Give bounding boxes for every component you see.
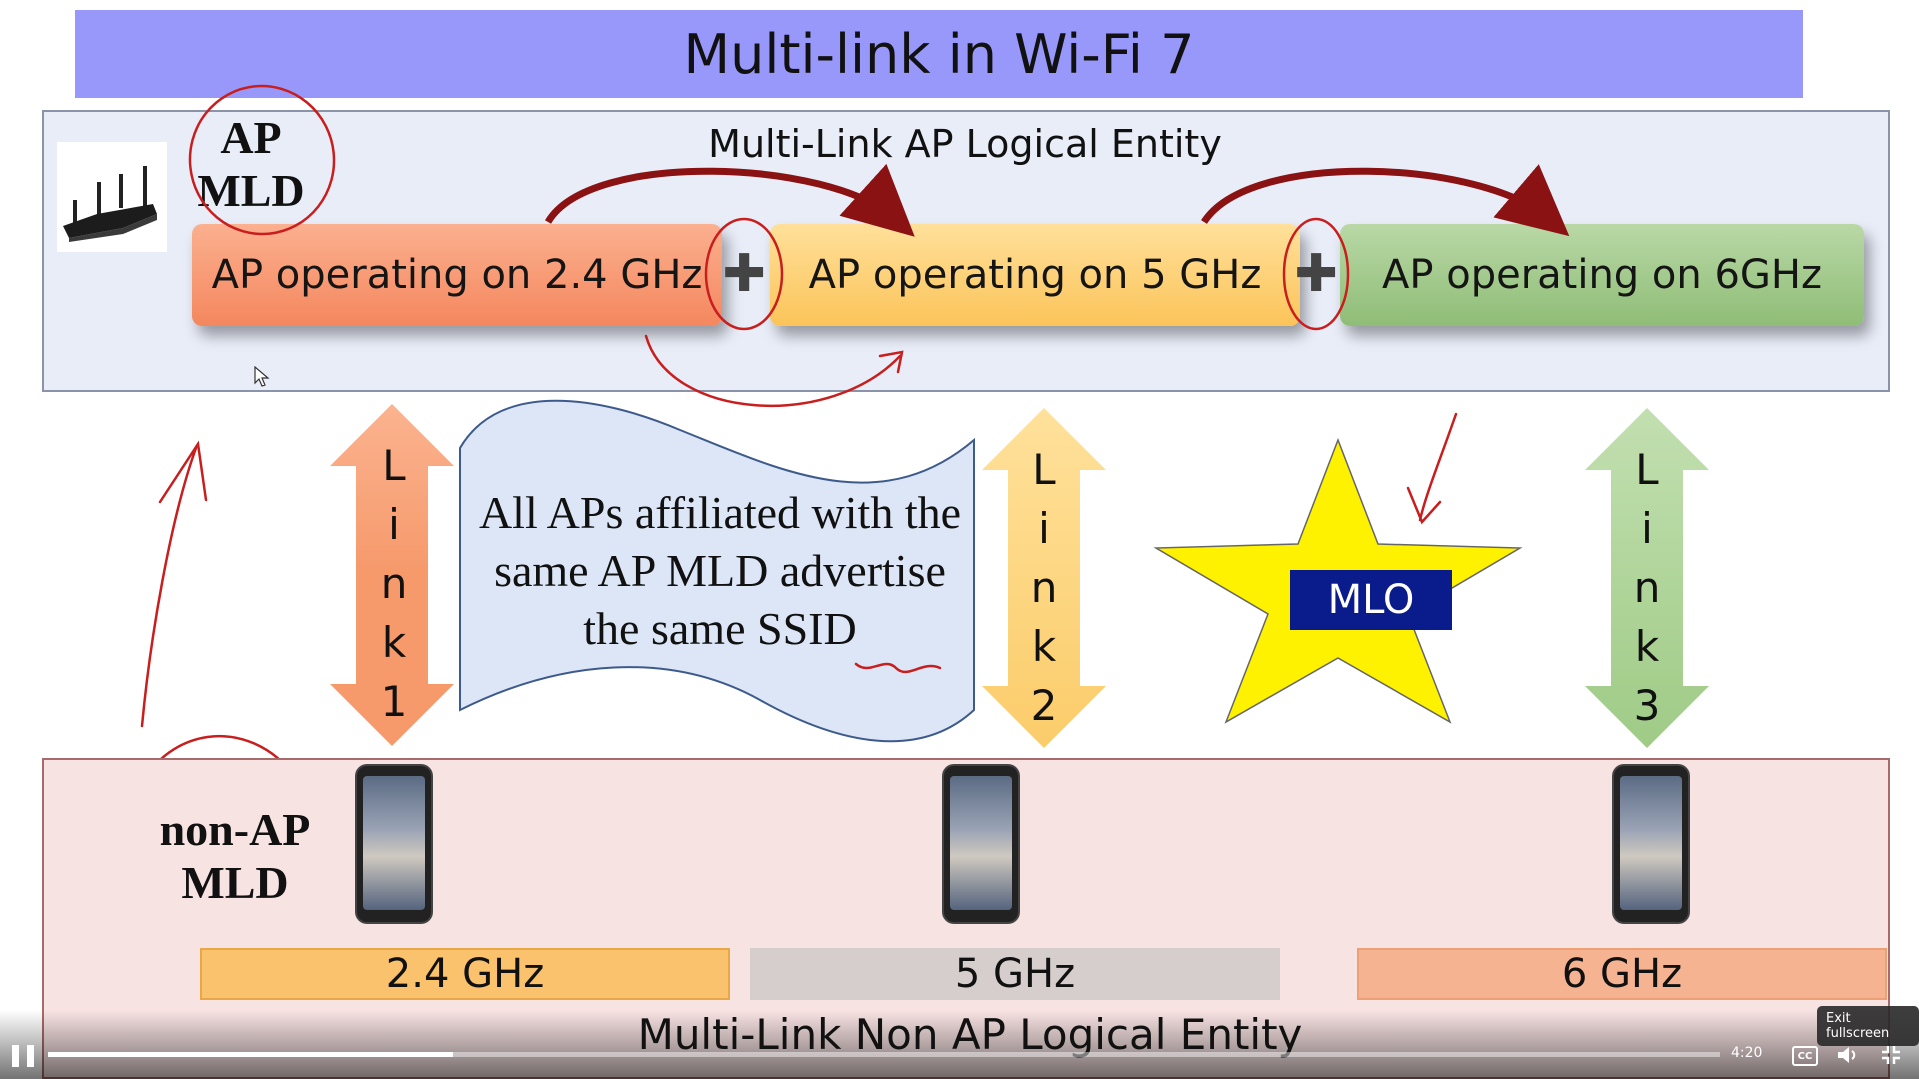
link-1-label: L i n k 1 xyxy=(364,436,424,731)
progress-bar[interactable] xyxy=(48,1052,1720,1057)
ap-5ghz-label: AP operating on 5 GHz xyxy=(808,252,1262,298)
link-letter: 1 xyxy=(380,677,408,726)
smartphone-icon xyxy=(1614,766,1688,922)
closed-captions-icon[interactable]: CC xyxy=(1792,1046,1818,1066)
router-icon xyxy=(57,142,167,252)
link-letter: L xyxy=(1635,445,1659,494)
link-letter: n xyxy=(1633,563,1661,612)
smartphone-icon xyxy=(357,766,431,922)
plus-icon: ✚ xyxy=(722,244,766,304)
ap-6ghz-box: AP operating on 6GHz xyxy=(1340,224,1864,326)
volume-icon[interactable] xyxy=(1836,1044,1860,1071)
non-ap-entity-label: Multi-Link Non AP Logical Entity xyxy=(637,1010,1303,1059)
mlo-label: MLO xyxy=(1290,570,1452,630)
ssid-callout-text: All APs affiliated with the same AP MLD … xyxy=(478,487,962,654)
band-label: 6 GHz xyxy=(1561,951,1683,997)
link-letter: n xyxy=(1030,563,1058,612)
plus-icon: ✚ xyxy=(1294,244,1338,304)
link-letter: i xyxy=(1641,504,1653,553)
ap-2-4ghz-label: AP operating on 2.4 GHz xyxy=(211,252,703,298)
time-display: 4:20 xyxy=(1731,1045,1763,1061)
cursor-icon xyxy=(254,365,270,393)
progress-bar-fill xyxy=(48,1052,453,1057)
ap-entity-label: Multi-Link AP Logical Entity xyxy=(708,122,1222,166)
band-5ghz: 5 GHz xyxy=(750,948,1280,1000)
link-2-label: L i n k 2 xyxy=(1014,440,1074,735)
ap-6ghz-label: AP operating on 6GHz xyxy=(1382,252,1822,298)
slide-title: Multi-link in Wi-Fi 7 xyxy=(683,22,1195,86)
ap-5ghz-box: AP operating on 5 GHz xyxy=(770,224,1300,326)
pause-icon[interactable] xyxy=(12,1045,34,1069)
link-letter: i xyxy=(1038,504,1050,553)
ap-2-4ghz-box: AP operating on 2.4 GHz xyxy=(192,224,722,326)
exit-fullscreen-tooltip: Exit fullscreen xyxy=(1817,1006,1919,1046)
link-letter: L xyxy=(382,441,406,490)
player-controls-bar xyxy=(0,1010,1919,1079)
link-letter: k xyxy=(1634,622,1660,671)
link-letter: 2 xyxy=(1030,681,1058,730)
link-letter: k xyxy=(1031,622,1057,671)
exit-fullscreen-icon[interactable] xyxy=(1880,1044,1902,1071)
band-6ghz: 6 GHz xyxy=(1357,948,1887,1000)
link-3-label: L i n k 3 xyxy=(1617,440,1677,735)
link-letter: L xyxy=(1032,445,1056,494)
band-label: 5 GHz xyxy=(954,951,1076,997)
non-ap-mld-label: non-AP MLD xyxy=(159,804,311,908)
link-letter: n xyxy=(380,559,408,608)
smartphone-icon xyxy=(944,766,1018,922)
ap-mld-label: AP MLD xyxy=(197,112,305,216)
link-letter: 3 xyxy=(1633,681,1661,730)
band-2-4ghz: 2.4 GHz xyxy=(200,948,730,1000)
link-letter: i xyxy=(388,500,400,549)
link-letter: k xyxy=(381,618,407,667)
slide-title-bar: Multi-link in Wi-Fi 7 xyxy=(75,10,1803,98)
band-label: 2.4 GHz xyxy=(385,951,545,997)
